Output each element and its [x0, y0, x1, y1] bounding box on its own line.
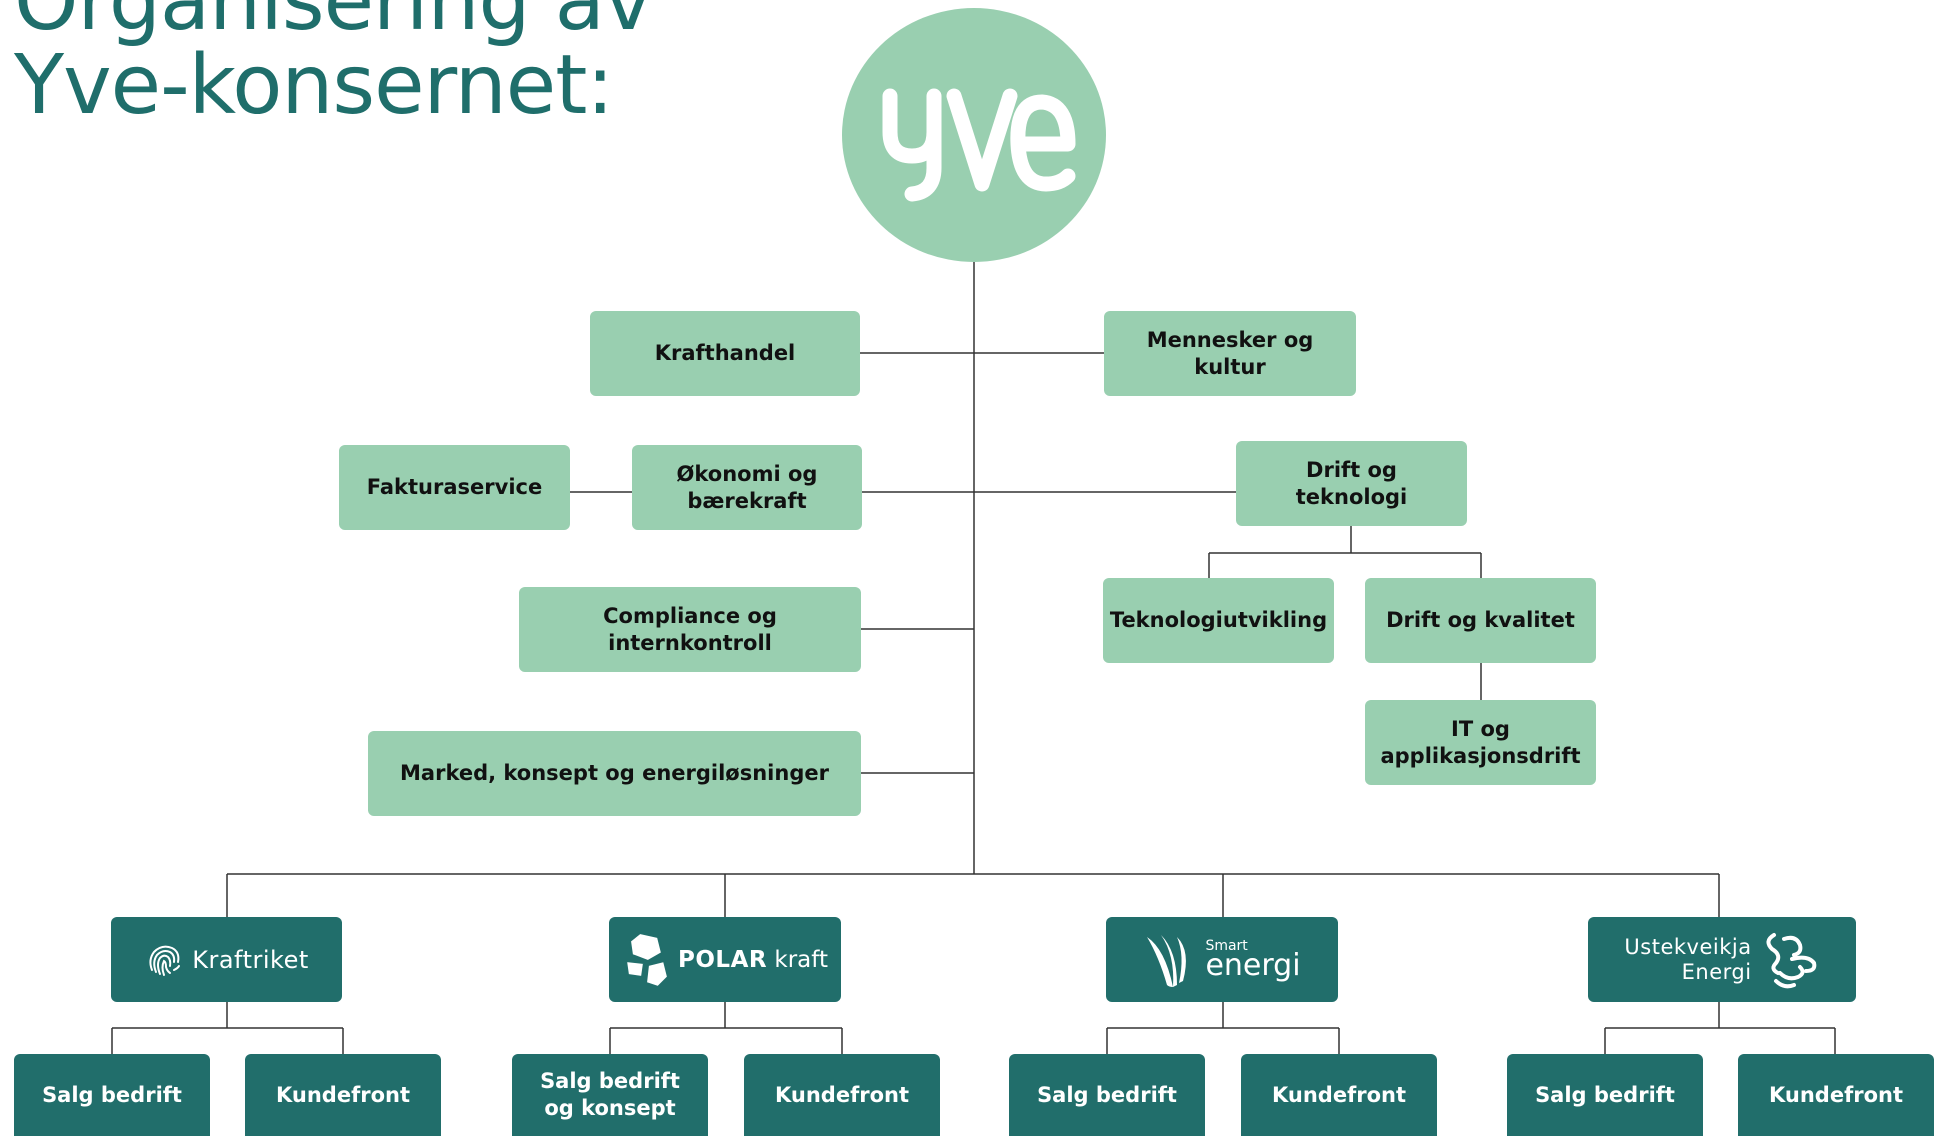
dept-okonomi-og-baerekraft[interactable]: Økonomi og bærekraft: [632, 445, 862, 530]
polar-salg-bedrift-og-konsept[interactable]: Salg bedrift og konsept: [512, 1054, 708, 1136]
company-name: POLAR kraft: [678, 947, 828, 973]
company-name-line-1: Ustekveikja: [1624, 934, 1752, 959]
page-title: Organisering av Yve-konsernet:: [14, 0, 652, 133]
dept-it-og-applikasjonsdrift[interactable]: IT og applikasjonsdrift: [1365, 700, 1596, 785]
company-name: Kraftriket: [192, 945, 309, 974]
dept-marked-konsept[interactable]: Marked, konsept og energiløsninger: [368, 731, 861, 816]
title-line-2: Yve-konsernet:: [14, 38, 614, 133]
company-name-small: Smart: [1205, 937, 1248, 954]
fingerprint-icon: [149, 945, 181, 976]
company-polar-kraft[interactable]: POLAR kraft: [609, 917, 841, 1002]
kraftriket-kundefront[interactable]: Kundefront: [245, 1054, 441, 1136]
dept-krafthandel[interactable]: Krafthandel: [590, 311, 860, 396]
company-kraftriket[interactable]: Kraftriket: [111, 917, 342, 1002]
yve-logo-mark: yve: [842, 8, 1076, 202]
company-name: Ustekveikja Energi: [1624, 935, 1751, 985]
polar-stones-icon: [624, 931, 670, 988]
ustekveikja-salg-bedrift[interactable]: Salg bedrift: [1507, 1054, 1703, 1136]
dept-fakturaservice[interactable]: Fakturaservice: [339, 445, 570, 530]
dept-compliance[interactable]: Compliance og internkontroll: [519, 587, 861, 672]
swirl-icon: [1766, 932, 1816, 988]
company-name-light: kraft: [774, 946, 828, 973]
dept-drift-og-kvalitet[interactable]: Drift og kvalitet: [1365, 578, 1596, 663]
company-name-line-2: Energi: [1681, 959, 1752, 984]
smart-salg-bedrift[interactable]: Salg bedrift: [1009, 1054, 1205, 1136]
company-ustekveikja-energi[interactable]: Ustekveikja Energi: [1588, 917, 1856, 1002]
logo-text: yve: [842, 8, 844, 9]
ustekveikja-kundefront[interactable]: Kundefront: [1738, 1054, 1934, 1136]
smart-leaf-icon: [1147, 934, 1187, 987]
title-line-1: Organisering av: [14, 0, 652, 49]
dept-teknologiutvikling[interactable]: Teknologiutvikling: [1103, 578, 1334, 663]
company-name: Smart energi: [1205, 939, 1300, 981]
kraftriket-salg-bedrift[interactable]: Salg bedrift: [14, 1054, 210, 1136]
dept-mennesker-og-kultur[interactable]: Mennesker og kultur: [1104, 311, 1356, 396]
company-name-bold: POLAR: [678, 946, 768, 973]
company-name-big: energi: [1205, 947, 1301, 983]
dept-drift-og-teknologi[interactable]: Drift og teknologi: [1236, 441, 1467, 526]
smart-kundefront[interactable]: Kundefront: [1241, 1054, 1437, 1136]
polar-kundefront[interactable]: Kundefront: [744, 1054, 940, 1136]
company-smart-energi[interactable]: Smart energi: [1106, 917, 1338, 1002]
yve-logo: yve: [842, 8, 1106, 262]
